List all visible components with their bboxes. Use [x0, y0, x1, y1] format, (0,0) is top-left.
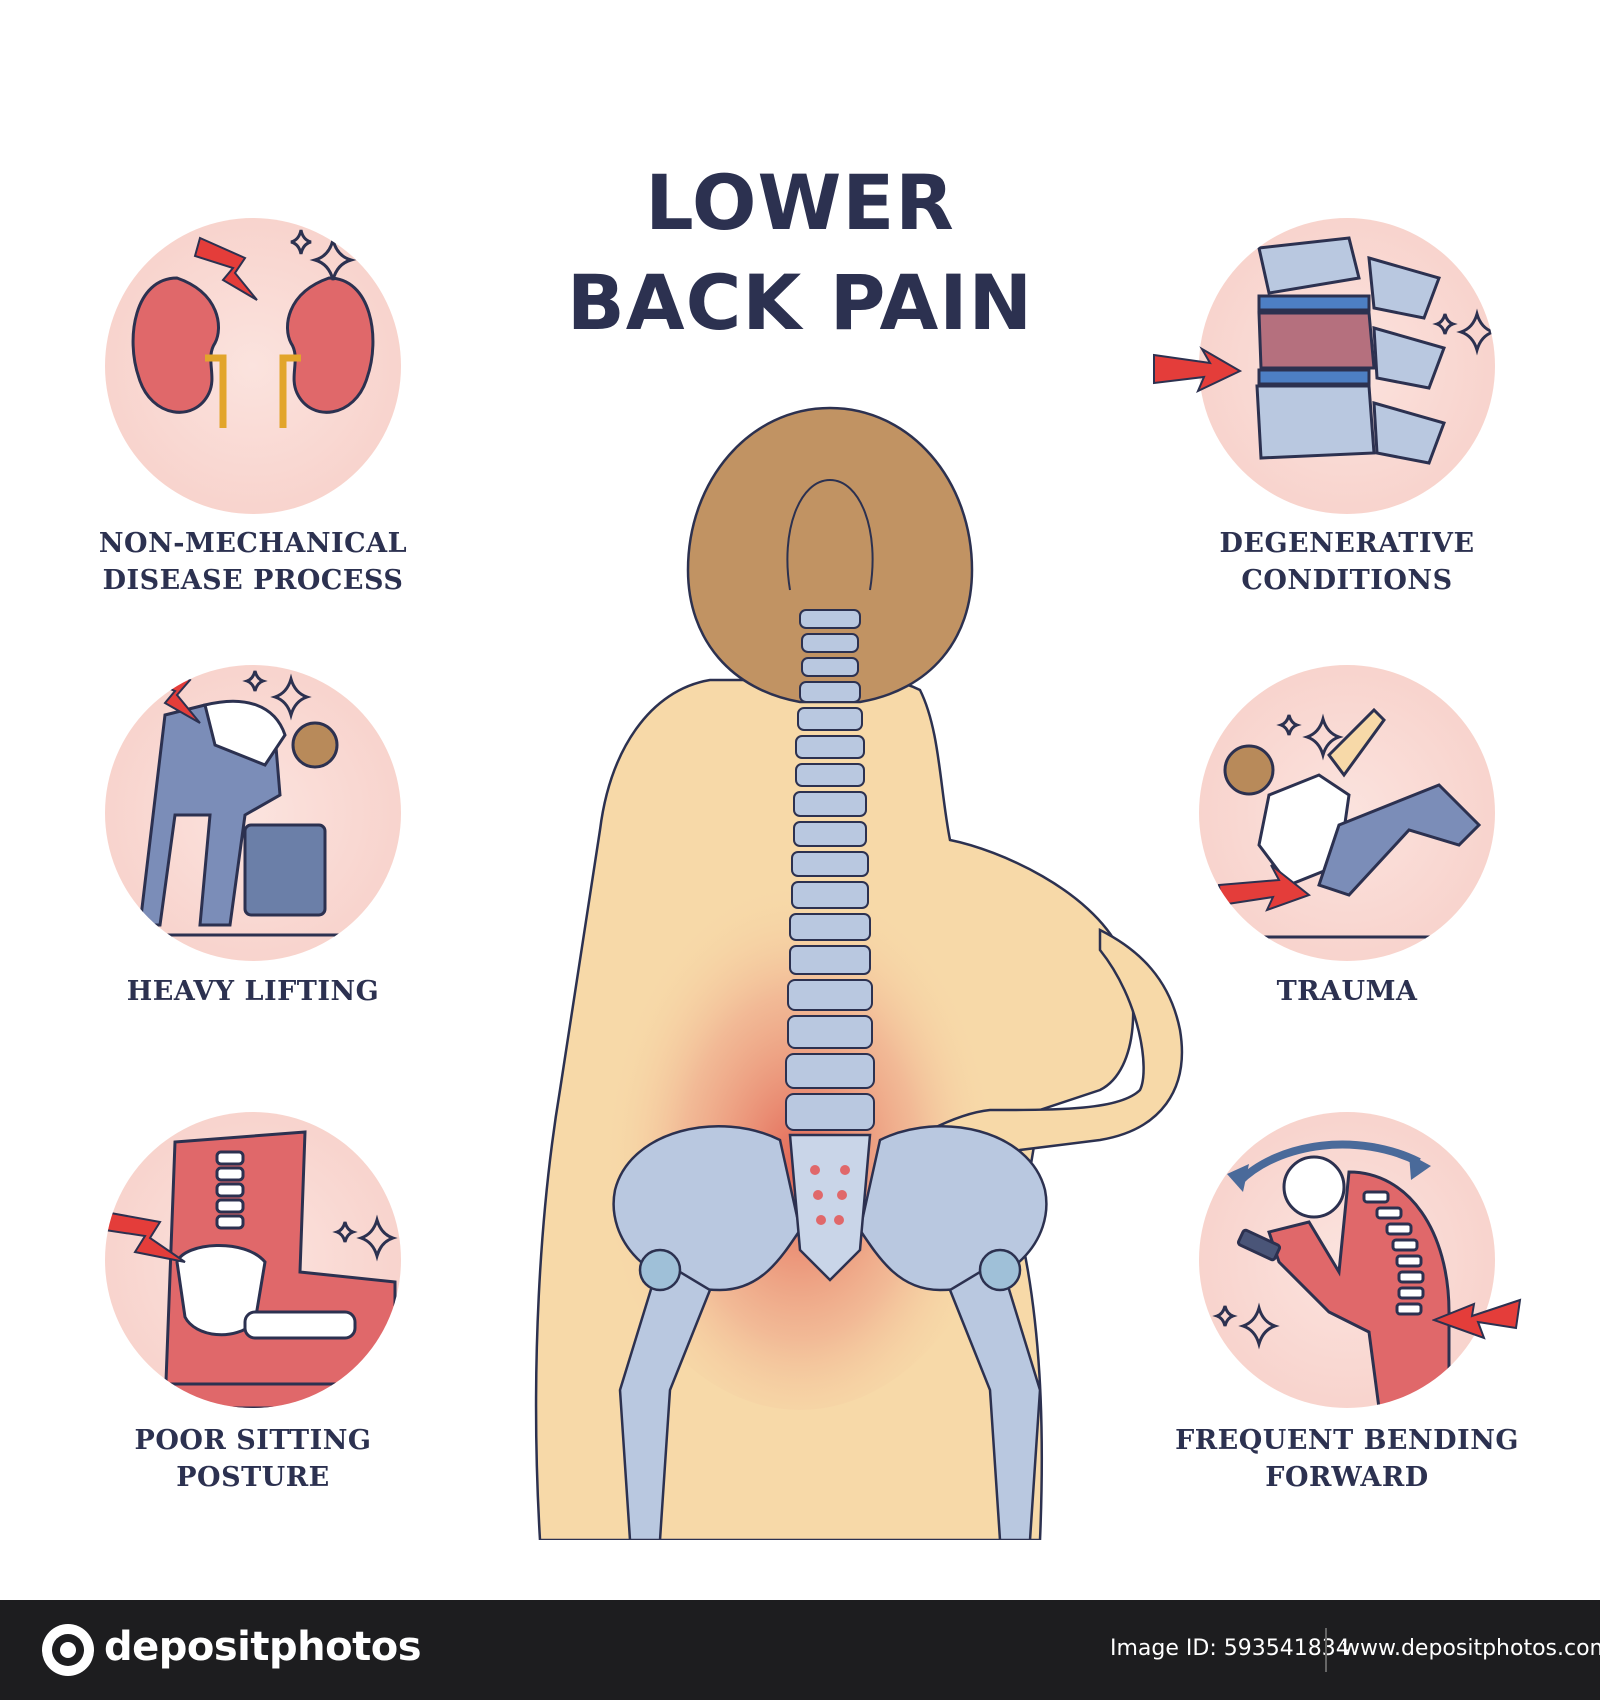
lightning-icon [1432, 1298, 1522, 1340]
label-line: POSTURE [176, 1462, 330, 1493]
lightning-icon [1153, 346, 1242, 394]
label-line: FORWARD [1265, 1462, 1429, 1493]
image-id-text: Image ID: 593541834 [1110, 1636, 1350, 1661]
title-line-1: LOWER [645, 158, 955, 247]
label-line: TRAUMA [1276, 976, 1418, 1007]
label-heavy-lifting: HEAVY LIFTING [63, 973, 443, 1010]
lightning-icon [1217, 864, 1312, 912]
label-line: DEGENERATIVE [1219, 528, 1475, 559]
sparkle-icon [242, 670, 312, 721]
label-line: CONDITIONS [1241, 565, 1453, 596]
label-line: POOR SITTING [134, 1425, 372, 1456]
site-url[interactable]: www.depositphotos.com [1342, 1636, 1600, 1661]
lightning-icon [135, 665, 201, 724]
lightning-icon [105, 1210, 186, 1263]
sparkle-icon [332, 1214, 398, 1262]
poor-sitting-illustration [105, 1112, 401, 1408]
heavy-lifting-illustration [105, 665, 401, 961]
bending-illustration [1199, 1112, 1495, 1408]
label-non-mechanical: NON-MECHANICAL DISEASE PROCESS [63, 525, 443, 599]
label-line: NON-MECHANICAL [98, 528, 408, 559]
label-trauma: TRAUMA [1157, 973, 1537, 1010]
label-poor-sitting: POOR SITTING POSTURE [63, 1422, 443, 1496]
sparkle-icon [1212, 1302, 1280, 1350]
title-line-2: BACK PAIN [566, 258, 1034, 347]
degenerative-illustration [1199, 218, 1495, 514]
brand-name: depositphotos [104, 1624, 422, 1670]
label-bending: FREQUENT BENDING FORWARD [1157, 1422, 1537, 1496]
sparkle-icon [290, 229, 357, 281]
label-degenerative: DEGENERATIVE CONDITIONS [1157, 525, 1537, 599]
label-line: HEAVY LIFTING [126, 976, 380, 1007]
camera-logo-icon [42, 1624, 94, 1676]
kidneys-illustration [105, 218, 401, 514]
footer-separator [1325, 1628, 1327, 1672]
lightning-icon [193, 236, 258, 301]
label-line: DISEASE PROCESS [102, 565, 404, 596]
footer-bar: depositphotos Image ID: 593541834 www.de… [0, 1600, 1600, 1700]
back-figure-illustration [534, 406, 1184, 1540]
sparkle-icon [1432, 308, 1495, 356]
sparkle-icon [1276, 713, 1344, 761]
label-line: FREQUENT BENDING [1175, 1425, 1519, 1456]
trauma-illustration [1199, 665, 1495, 961]
